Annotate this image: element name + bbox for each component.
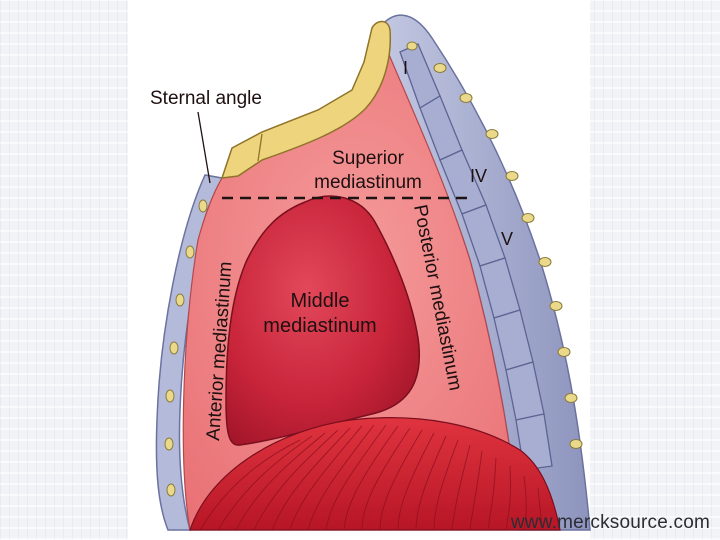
- rib-nodule: [550, 302, 562, 311]
- rib-nodule: [539, 258, 551, 267]
- rib-nodule: [199, 200, 207, 212]
- vertebra-label-5: V: [501, 229, 513, 249]
- rib-nodule: [506, 172, 518, 181]
- sternal-angle-label: Sternal angle: [150, 88, 262, 109]
- middle-mediastinum-label-line1: Middle: [291, 290, 350, 312]
- vertebra-label-4: IV: [470, 166, 487, 186]
- rib-nodule: [460, 94, 472, 103]
- rib-nodule: [434, 64, 446, 73]
- rib-nodule: [565, 394, 577, 403]
- rib-nodule: [407, 42, 417, 50]
- rib-nodule: [186, 246, 194, 258]
- rib-nodule: [176, 294, 184, 306]
- vertebra-label-1: I: [403, 58, 408, 78]
- middle-mediastinum-label-line2: mediastinum: [263, 315, 376, 337]
- rib-nodule: [570, 440, 582, 449]
- rib-nodule: [167, 484, 175, 496]
- source-attribution: www.mercksource.com: [511, 512, 710, 534]
- rib-nodule: [558, 348, 570, 357]
- sternal-angle-leader: [198, 112, 210, 183]
- superior-mediastinum-label-line2: mediastinum: [314, 172, 422, 193]
- rib-nodule: [166, 390, 174, 402]
- rib-nodule: [165, 438, 173, 450]
- superior-mediastinum-label-line1: Superior: [332, 148, 404, 169]
- rib-nodule: [522, 214, 534, 223]
- rib-nodule: [170, 342, 178, 354]
- rib-nodule: [486, 130, 498, 139]
